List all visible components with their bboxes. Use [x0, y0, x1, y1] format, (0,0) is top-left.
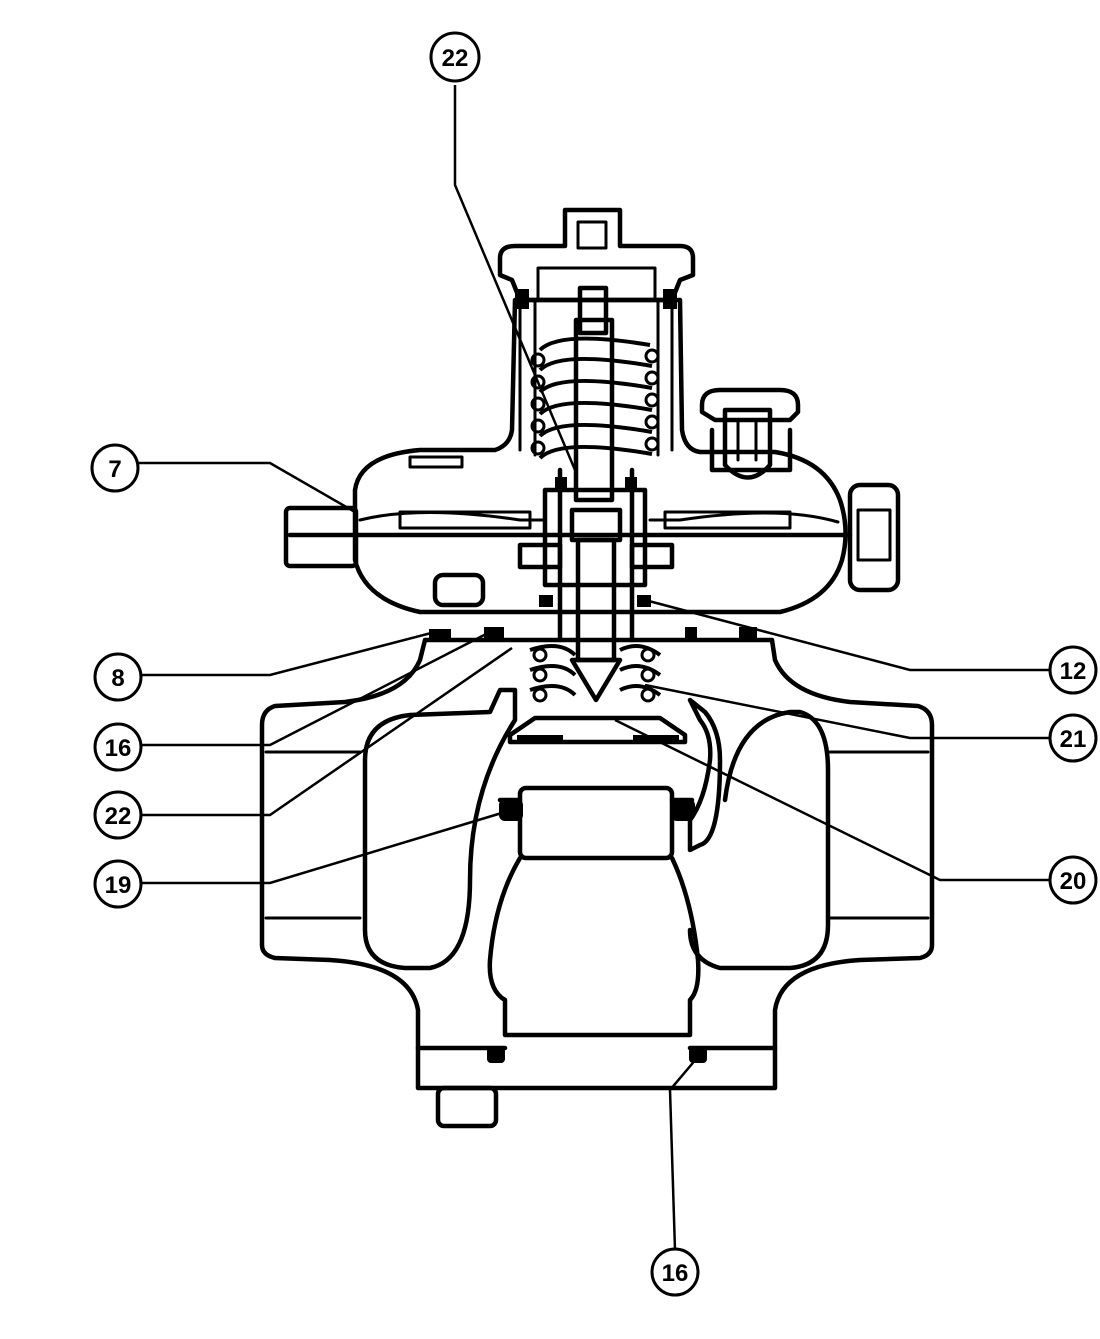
callout-label: 12: [1060, 658, 1087, 685]
callout-label: 16: [662, 1260, 689, 1287]
callout-label: 22: [105, 803, 132, 830]
callout-20: 20: [1048, 855, 1098, 905]
callout-label: 7: [108, 456, 121, 483]
callout-12: 12: [1048, 645, 1098, 695]
callout-label: 19: [105, 872, 132, 899]
callout-label: 8: [111, 665, 124, 692]
diaphragm-case: [283, 297, 901, 615]
callout-8: 8: [93, 652, 143, 702]
callout-16-bottom: 16: [650, 1247, 700, 1297]
callout-label: 20: [1060, 868, 1087, 895]
callout-22-top: 22: [429, 31, 481, 83]
callout-21: 21: [1048, 713, 1098, 763]
callout-22-left: 22: [93, 790, 143, 840]
valve-body: [259, 637, 935, 1129]
upper-spring: [530, 336, 660, 460]
valve-disc: [429, 627, 757, 821]
lower-spring: [529, 644, 662, 703]
callout-label: 21: [1060, 726, 1087, 753]
callout-16-left: 16: [93, 722, 143, 772]
callout-label: 22: [442, 45, 469, 72]
callout-label: 16: [105, 735, 132, 762]
callout-7: 7: [90, 443, 140, 493]
leader-lines: [135, 85, 1053, 1251]
bonnet-spring-housing: [497, 207, 696, 457]
valve-stem: [517, 285, 675, 703]
callout-19: 19: [93, 859, 143, 909]
